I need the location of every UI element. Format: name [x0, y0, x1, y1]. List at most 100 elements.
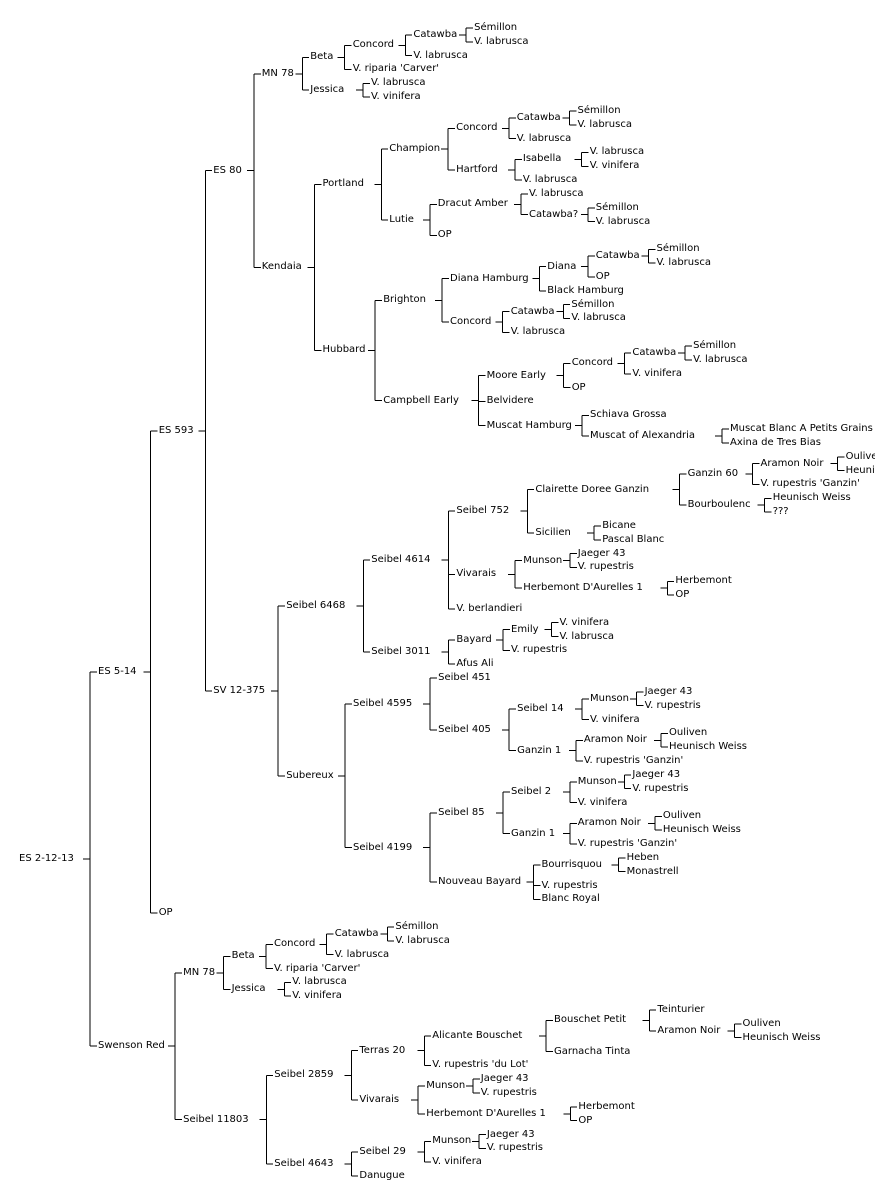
node-ganzin-1: Ganzin 1 [510, 827, 557, 840]
node-s-millon: Sémillon [655, 243, 701, 256]
node-belvidere: Belvidere [485, 395, 535, 408]
node-sicilien: Sicilien [534, 526, 572, 539]
node-blanc-royal: Blanc Royal [540, 893, 601, 906]
node-seibel-29: Seibel 29 [358, 1145, 407, 1158]
node-dracut-amber: Dracut Amber [436, 198, 509, 211]
node-kendaia: Kendaia [260, 261, 303, 274]
node-danugue: Danugue [358, 1170, 406, 1182]
node-heunisch-weiss: Heunisch Weiss [661, 824, 742, 837]
node-teinturier: Teinturier [656, 1004, 706, 1017]
node-hubbard: Hubbard [321, 344, 367, 357]
node-v-labrusca: V. labrusca [509, 326, 567, 339]
node-seibel-4614: Seibel 4614 [370, 554, 432, 567]
node-jessica: Jessica [309, 84, 346, 97]
node-catawba: Catawba [333, 927, 380, 940]
node-aramon-noir: Aramon Noir [576, 817, 642, 830]
node-axina-de-tres-bias: Axina de Tres Bias [729, 436, 822, 449]
node-catawba: Catawba? [528, 208, 580, 221]
node-garnacha-tinta: Garnacha Tinta [553, 1045, 632, 1058]
node-s-millon: Sémillon [576, 104, 622, 117]
node-munson: Munson [425, 1080, 467, 1093]
node-portland: Portland [321, 178, 365, 191]
node-munson: Munson [522, 554, 564, 567]
node-ouliven: Ouliven [741, 1017, 782, 1030]
node-moore-early: Moore Early [485, 369, 547, 382]
node-v-rupestris: V. rupestris [479, 1087, 538, 1099]
node-v-rupestris: V. rupestris [540, 879, 599, 892]
node-pascal-blanc: Pascal Blanc [601, 533, 666, 546]
node-op: OP [436, 229, 453, 242]
node-concord: Concord [455, 122, 499, 135]
node-v-labrusca: V. labrusca [412, 49, 469, 62]
node-hartford: Hartford [455, 163, 499, 176]
node-v-berlandieri: V. berlandieri [455, 602, 524, 615]
node-seibel-11803: Seibel 11803 [182, 1113, 250, 1126]
node-seibel-14: Seibel 14 [516, 703, 565, 716]
node-heunisch-weiss: Heunisch Weiss [668, 741, 749, 754]
node-v-labrusca: V. labrusca [370, 77, 427, 90]
node-v-rupestris: V. rupestris [510, 644, 569, 657]
node-seibel-3011: Seibel 3011 [370, 646, 432, 659]
node-v-labrusca: V. labrusca [528, 187, 585, 200]
node-seibel-2: Seibel 2 [510, 786, 553, 799]
node-beta: Beta [230, 950, 256, 963]
node-munson: Munson [589, 692, 630, 705]
node-v-labrusca: V. labrusca [515, 132, 573, 145]
node-concord: Concord [570, 357, 615, 370]
node-s-millon: Sémillon [570, 298, 616, 311]
node-bouschet-petit: Bouschet Petit [553, 1014, 628, 1027]
node-v-labrusca: V. labrusca [333, 948, 391, 961]
node-ouliven: Ouliven [668, 727, 709, 740]
node-beta: Beta [309, 51, 335, 64]
node-heunisch-weiss: Heunisch Weiss [771, 492, 852, 505]
node-seibel-4643: Seibel 4643 [273, 1157, 335, 1170]
node-es-2-12-13: ES 2-12-13 [18, 853, 75, 866]
node-seibel-4199: Seibel 4199 [352, 841, 414, 854]
node-catawba: Catawba [631, 347, 678, 360]
node-s-millon: Sémillon [394, 921, 440, 934]
node-v-vinifera: V. vinifera [291, 990, 343, 1003]
node-swenson-red: Swenson Red [97, 1040, 166, 1053]
node-v-labrusca: V. labrusca [291, 976, 348, 989]
node-s-millon: Sémillon [594, 201, 640, 214]
node-herbemont: Herbemont [577, 1100, 636, 1113]
node-es-5-14: ES 5-14 [97, 665, 138, 678]
node-seibel-4595: Seibel 4595 [352, 698, 414, 710]
node-v-rupestris: V. rupestris [576, 561, 635, 574]
node-concord: Concord [351, 39, 396, 52]
node-jaeger-43: Jaeger 43 [631, 768, 682, 781]
node-black-hamburg: Black Hamburg [546, 284, 625, 297]
node-v-labrusca: V. labrusca [692, 353, 749, 366]
node-heben: Heben [625, 851, 661, 864]
node-heunisch-weiss: Heunisch Weiss [741, 1031, 822, 1044]
node-emily: Emily [510, 623, 540, 636]
node-v-labrusca: V. labrusca [594, 215, 652, 228]
node-jaeger-43: Jaeger 43 [643, 685, 694, 698]
node-alicante-bouschet: Alicante Bouschet [431, 1029, 524, 1042]
node-catawba: Catawba [594, 250, 641, 263]
node-s-millon: Sémillon [692, 340, 738, 353]
node-v-labrusca: V. labrusca [394, 934, 451, 947]
node-clairette-doree-ganzin: Clairette Doree Ganzin [534, 483, 651, 496]
node-jaeger-43: Jaeger 43 [479, 1073, 530, 1086]
node-seibel-85: Seibel 85 [437, 806, 486, 819]
node-v-vinifera: V. vinifera [558, 616, 611, 629]
node-bourboulenc: Bourboulenc [686, 499, 752, 512]
node-jaeger-43: Jaeger 43 [485, 1128, 536, 1141]
node-aramon-noir: Aramon Noir [582, 734, 648, 747]
node-champion: Champion [388, 143, 442, 156]
node-v-riparia-carver: V. riparia 'Carver' [273, 962, 362, 975]
node-munson: Munson [576, 775, 618, 788]
node-monastrell: Monastrell [625, 865, 680, 878]
node-v-labrusca: V. labrusca [576, 118, 633, 131]
node-op: OP [157, 907, 174, 920]
node-mn-78: MN 78 [260, 67, 295, 80]
node-vivarais: Vivarais [358, 1093, 401, 1106]
node-unknown: ??? [771, 506, 790, 519]
node-seibel-752: Seibel 752 [455, 505, 511, 518]
node-v-rupestris-ganzin: V. rupestris 'Ganzin' [759, 478, 861, 491]
node-v-vinifera: V. vinifera [431, 1156, 483, 1169]
node-v-rupestris-ganzin: V. rupestris 'Ganzin' [576, 838, 679, 851]
